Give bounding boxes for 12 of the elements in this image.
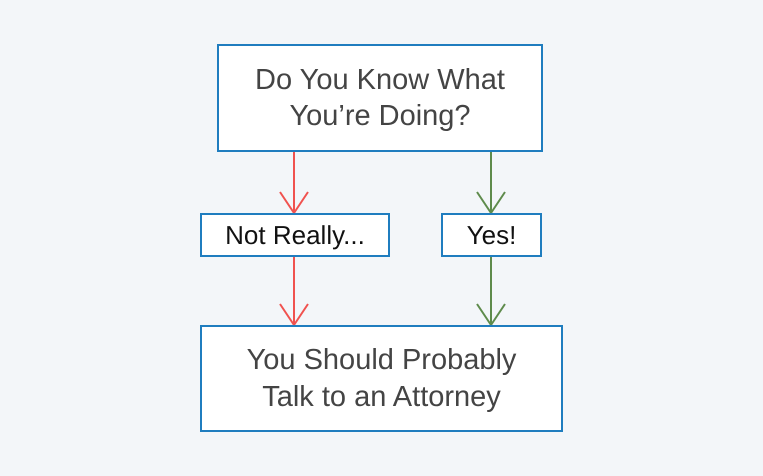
node-label: You Should Probably Talk to an Attorney <box>246 343 518 414</box>
arrow <box>279 257 309 326</box>
arrow <box>476 152 506 214</box>
process-box <box>217 44 543 152</box>
arrow <box>279 152 309 214</box>
node-label: Do You Know What You’re Doing? <box>254 62 506 134</box>
answer-box <box>200 213 390 257</box>
answer-box <box>441 213 542 257</box>
node-label: Yes! <box>466 218 518 252</box>
arrow <box>476 257 506 326</box>
node-label: Not Really... <box>224 218 366 252</box>
process-box <box>200 325 563 432</box>
